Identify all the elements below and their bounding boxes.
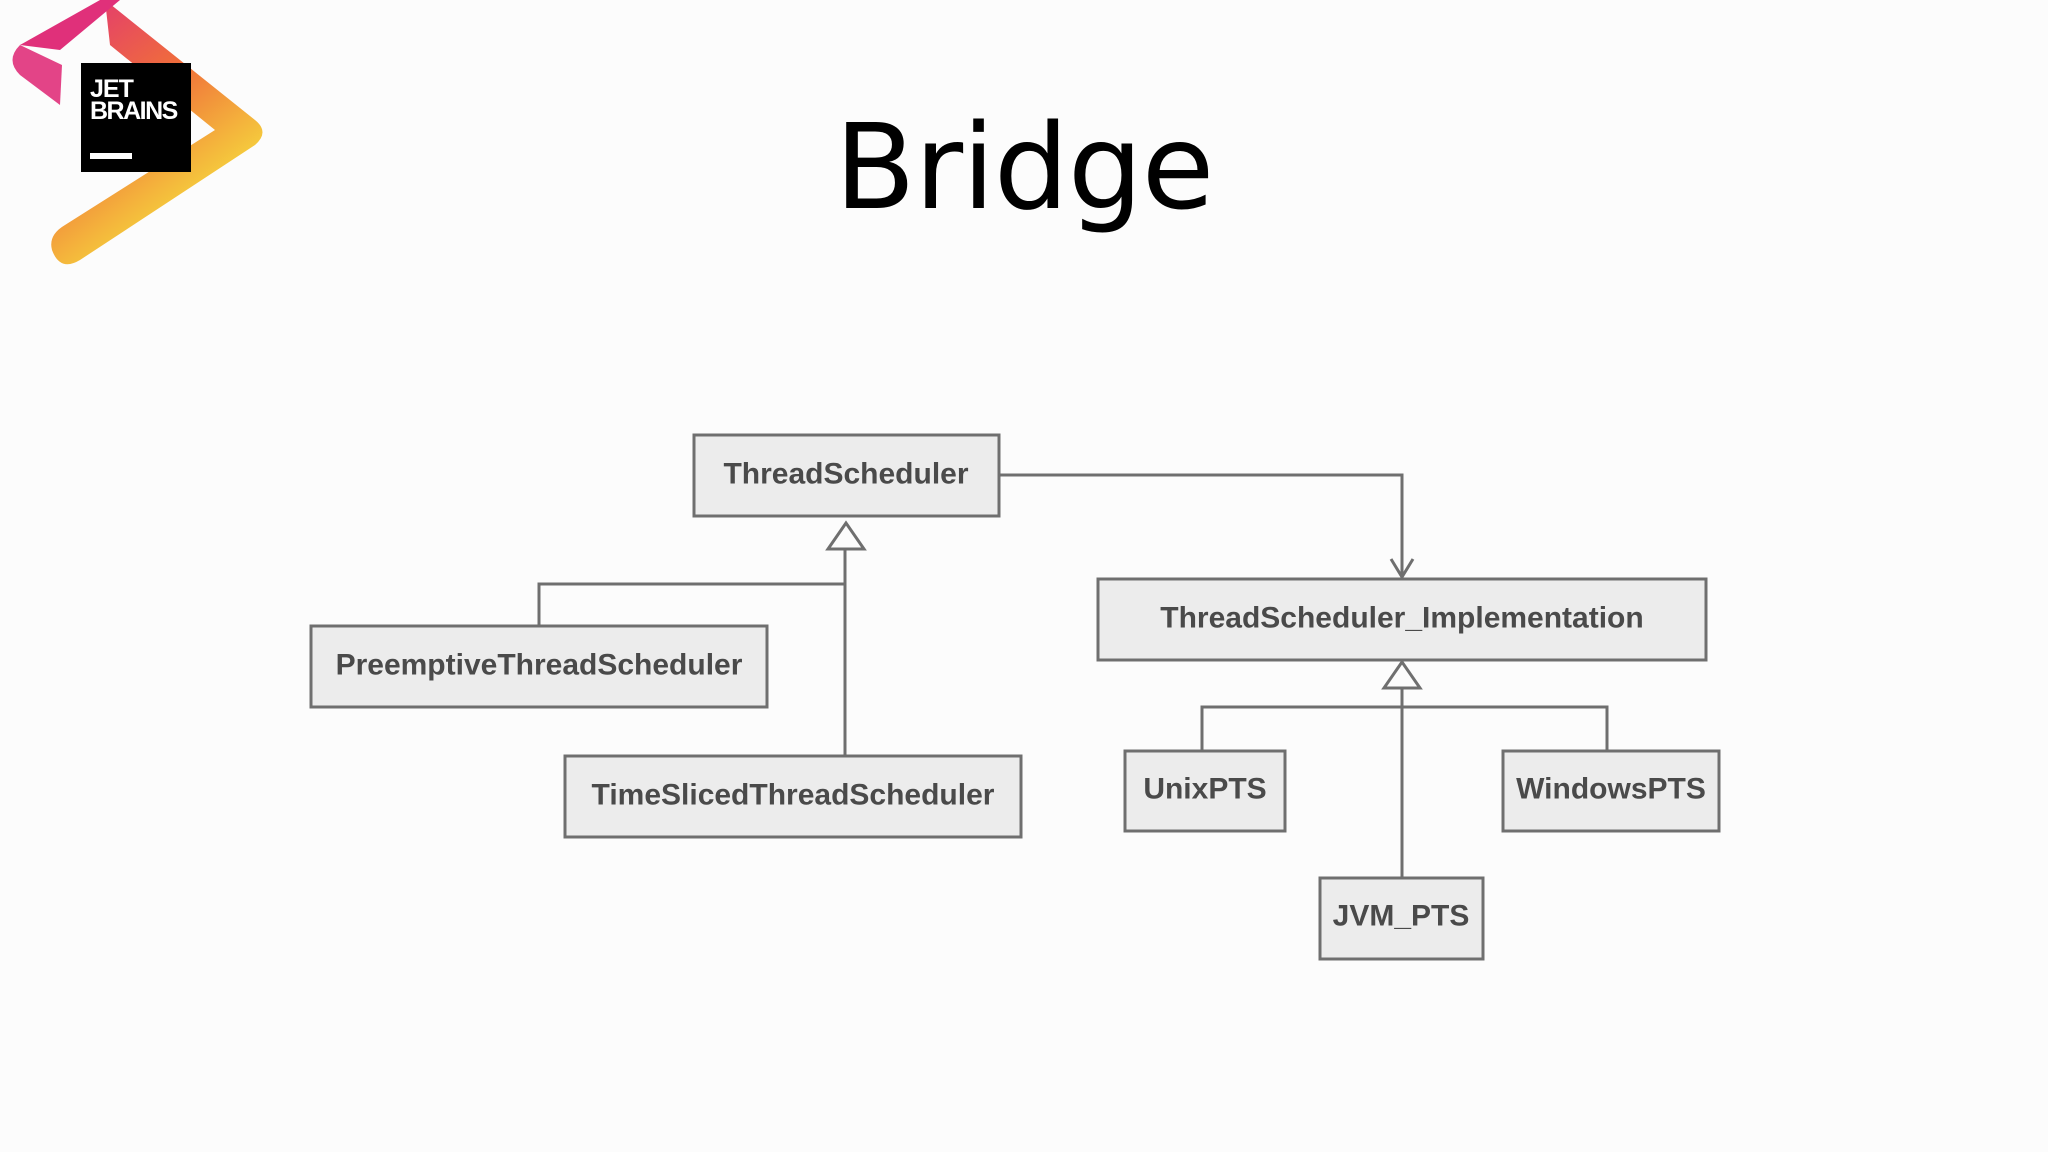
class-box-implementation: ThreadScheduler_Implementation (1096, 577, 1708, 662)
association-line (999, 473, 1404, 575)
class-box-thread-scheduler: ThreadScheduler (692, 433, 1001, 518)
class-label-preemptive: PreemptiveThreadScheduler (336, 649, 743, 682)
class-label-time-sliced: TimeSlicedThreadScheduler (592, 779, 995, 812)
jetbrains-logo: JET BRAINS (12, 0, 263, 265)
class-label-unix: UnixPTS (1143, 773, 1266, 806)
inheritance-triangle-right (1381, 659, 1423, 690)
logo-line-2: BRAINS (90, 97, 178, 125)
class-box-preemptive: PreemptiveThreadScheduler (309, 624, 769, 709)
class-box-unix: UnixPTS (1123, 749, 1287, 833)
inheritance-branch-preemptive (537, 582, 845, 625)
slide-title: Bridge (834, 98, 1215, 236)
class-label-implementation: ThreadScheduler_Implementation (1160, 602, 1643, 635)
logo-underscore (90, 153, 132, 159)
association-arrowhead (1389, 558, 1415, 580)
class-box-time-sliced: TimeSlicedThreadScheduler (563, 754, 1023, 839)
class-box-jvm: JVM_PTS (1318, 876, 1485, 961)
inheritance-branch-right (1200, 705, 1609, 750)
class-label-jvm: JVM_PTS (1333, 900, 1470, 933)
class-label-thread-scheduler: ThreadScheduler (723, 458, 968, 491)
class-label-windows: WindowsPTS (1516, 773, 1706, 806)
connectors (537, 473, 1609, 877)
class-box-windows: WindowsPTS (1501, 749, 1721, 833)
inheritance-triangle-left (825, 520, 867, 551)
logo-line-1: JET (90, 75, 134, 103)
